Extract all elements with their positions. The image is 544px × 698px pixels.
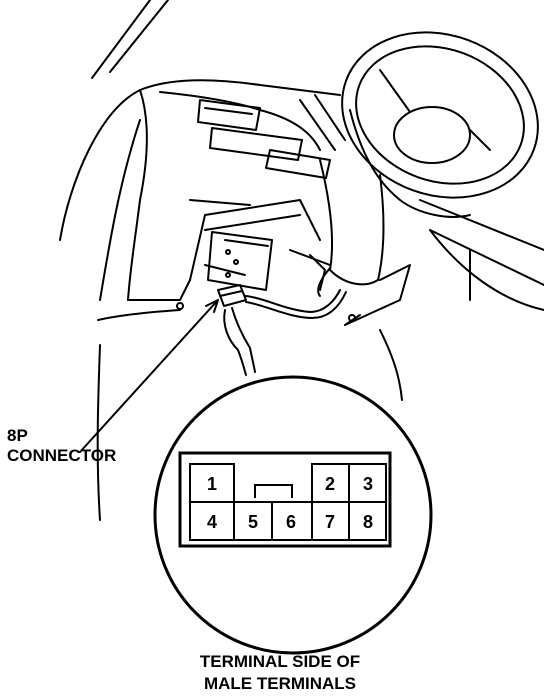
caption-line1: TERMINAL SIDE OF <box>199 652 361 671</box>
terminal-3: 3 <box>363 474 373 494</box>
inset-circle <box>153 375 433 655</box>
terminal-1: 1 <box>207 474 217 494</box>
inset-pointer <box>223 307 256 376</box>
terminal-5: 5 <box>248 512 258 532</box>
connector-label-line2: CONNECTOR <box>7 446 117 465</box>
steering-wheel <box>341 31 539 218</box>
windshield-pillar <box>91 0 169 79</box>
terminal-6: 6 <box>286 512 296 532</box>
terminal-4: 4 <box>207 512 217 532</box>
terminal-2: 2 <box>325 474 335 494</box>
right-dashboard <box>344 199 544 401</box>
terminal-7: 7 <box>325 512 335 532</box>
steering-column <box>289 94 385 286</box>
terminal-numbers: 1 2 3 4 5 6 7 8 <box>207 474 373 532</box>
connector-leader-line <box>79 299 219 453</box>
dashboard-panel <box>59 79 341 521</box>
connector-face <box>178 451 392 548</box>
fuse-box <box>207 231 273 291</box>
caption-line2: MALE TERMINALS <box>203 674 357 693</box>
connector-harness <box>176 254 347 319</box>
connector-label: 8P CONNECTOR <box>7 426 116 466</box>
connector-label-line1: 8P <box>7 426 28 445</box>
leader-arrowhead <box>205 299 219 313</box>
terminal-8: 8 <box>363 512 373 532</box>
